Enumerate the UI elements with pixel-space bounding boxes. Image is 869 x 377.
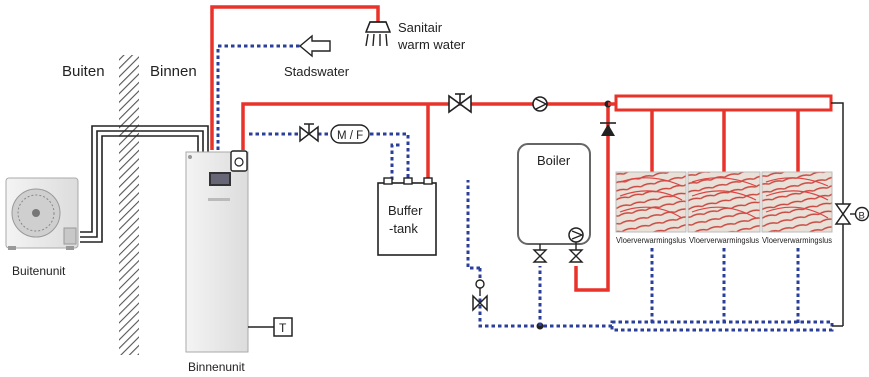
- mixing-branch-pipe: [466, 180, 480, 270]
- label-binnen: Binnen: [150, 63, 197, 80]
- pump-icon: [532, 96, 548, 112]
- label-thermostat: T: [279, 321, 287, 335]
- buffer-tank: [377, 177, 437, 256]
- label-vloer-2: Vloerverwarmingslus: [689, 235, 759, 245]
- floor-loop-3: [761, 171, 833, 233]
- label-binnenunit: Binnenunit: [188, 360, 245, 374]
- return-valve-icon: [299, 123, 319, 143]
- shutoff-valve-icon: [448, 93, 472, 114]
- boiler-valve-right-icon: [568, 249, 584, 263]
- main-return-pipe: [478, 296, 612, 328]
- label-warm-water: warm water: [397, 37, 466, 52]
- mf-filter: [330, 124, 370, 144]
- label-tank: -tank: [389, 221, 418, 236]
- wall: [119, 55, 139, 355]
- thermostat: [248, 317, 293, 337]
- floor-loop-1: [615, 171, 687, 233]
- label-vloer-1: Vloerverwarmingslus: [616, 235, 686, 245]
- bypass-valve-icon: [834, 203, 869, 225]
- refrigerant-lines: [80, 125, 209, 243]
- outdoor-unit: [5, 177, 79, 250]
- boiler: [517, 143, 591, 245]
- indoor-connector: [230, 150, 248, 172]
- check-valve-icon: [600, 122, 616, 136]
- boiler-valve-left-icon: [532, 249, 548, 263]
- label-vloer-3: Vloerverwarmingslus: [762, 235, 832, 245]
- mixing-valve-icon: [472, 268, 488, 312]
- indoor-unit: [185, 151, 249, 353]
- label-sanitair: Sanitair: [398, 20, 443, 35]
- shower-icon: [364, 21, 392, 47]
- arrow-icon: [298, 34, 331, 58]
- buffer-return-pipe-4: [390, 143, 400, 180]
- city-water-pipe: [216, 44, 300, 150]
- label-mf: M / F: [337, 130, 363, 142]
- sanitary-hot-pipe: [210, 5, 380, 150]
- buffer-return-pipe-3: [370, 132, 410, 180]
- boiler-return-pipe: [574, 104, 610, 292]
- label-bypass: B: [859, 211, 865, 222]
- label-boiler: Boiler: [537, 153, 571, 168]
- label-buiten: Buiten: [62, 63, 105, 80]
- label-stadswater: Stadswater: [284, 64, 350, 79]
- label-buitenunit: Buitenunit: [12, 264, 66, 278]
- floor-loop-2: [687, 171, 761, 233]
- main-supply-pipe: [241, 102, 608, 150]
- label-buffer: Buffer: [388, 203, 423, 218]
- return-collector: [610, 320, 834, 332]
